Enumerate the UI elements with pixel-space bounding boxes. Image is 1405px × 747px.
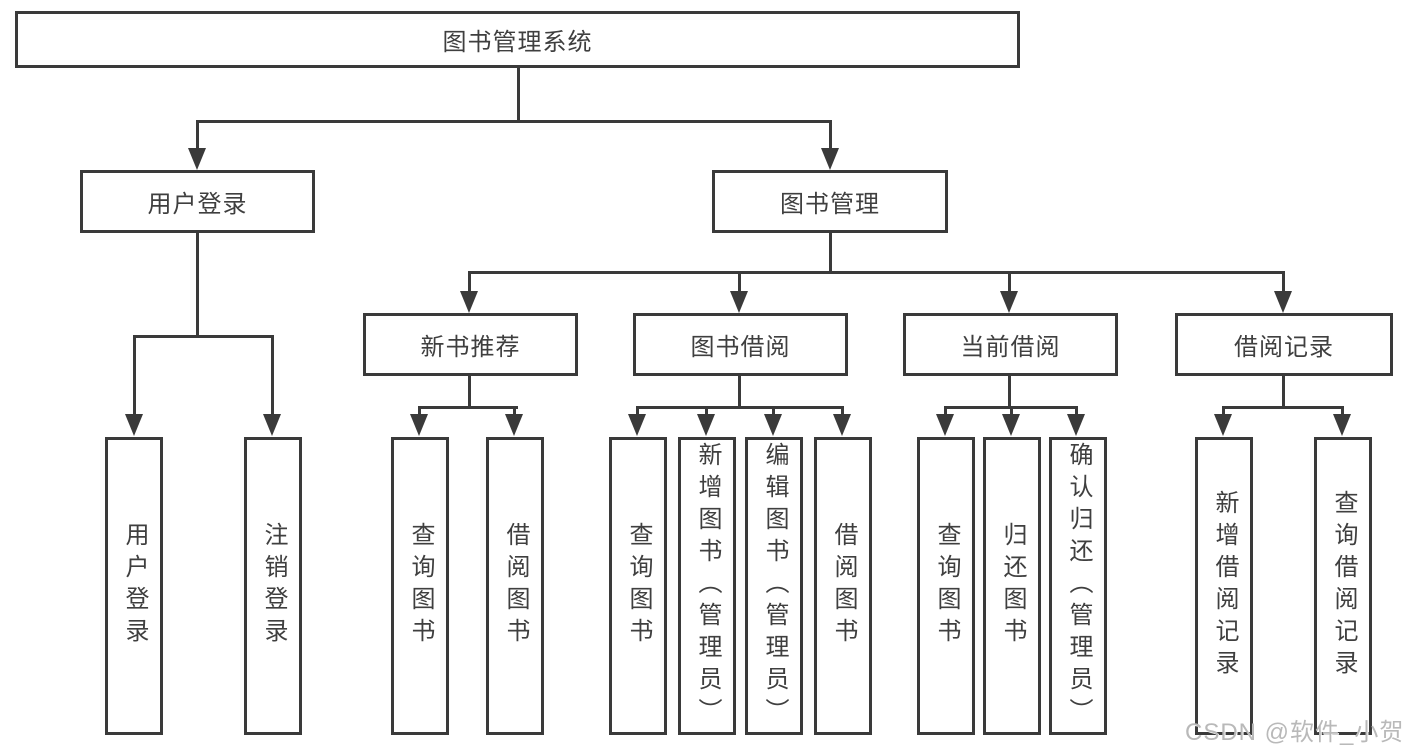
connector-curreturn-stem <box>1010 406 1013 420</box>
connector-book-mgmt-stem <box>829 120 832 156</box>
arrow-to-bb-edit <box>764 414 782 436</box>
connector-bookborrow-hline <box>636 406 844 409</box>
node-current-borrow: 当前借阅 <box>903 313 1118 376</box>
connector-logadd-stem <box>1222 406 1225 420</box>
arrow-to-log-query <box>1333 414 1351 436</box>
leaf-current-return-book: 归还图书 <box>983 437 1041 735</box>
leaf-borrow-add-book-admin: 新增图书（管理员） <box>678 437 736 735</box>
node-book-management: 图书管理 <box>712 170 948 233</box>
connector-newrec-hline <box>418 406 518 409</box>
connector-login-leaf-stem <box>133 335 136 417</box>
arrow-to-recommend-query <box>410 414 428 436</box>
connector-borrowrecord-hline <box>1222 406 1344 409</box>
connector-recquery-stem <box>418 406 421 420</box>
node-root-library-system: 图书管理系统 <box>15 11 1020 68</box>
connector-level1-hline <box>196 120 832 123</box>
connector-currentborrow-down <box>1008 376 1011 409</box>
connector-currentborrow-stem <box>1008 271 1011 298</box>
arrow-to-book-mgmt <box>821 148 839 170</box>
arrow-to-recommend-borrow <box>505 414 523 436</box>
node-book-borrow: 图书借阅 <box>633 313 848 376</box>
connector-newrec-stem <box>468 271 471 298</box>
arrow-to-login-leaf <box>125 414 143 436</box>
arrow-to-bb-borrow <box>833 414 851 436</box>
connector-curconfirm-stem <box>1075 406 1078 420</box>
leaf-recommend-borrow-book: 借阅图书 <box>486 437 544 735</box>
connector-book-mgmt-down <box>829 232 832 274</box>
connector-user-login-down <box>196 232 199 337</box>
node-new-book-recommend: 新书推荐 <box>363 313 578 376</box>
leaf-current-query-book: 查询图书 <box>917 437 975 735</box>
connector-recborrow-stem <box>513 406 516 420</box>
arrow-to-book-borrow <box>730 291 748 313</box>
arrow-to-cur-return <box>1002 414 1020 436</box>
connector-bbborrow-stem <box>841 406 844 420</box>
arrow-to-log-add <box>1214 414 1232 436</box>
node-borrow-records: 借阅记录 <box>1175 313 1393 376</box>
arrow-to-borrow-records <box>1274 291 1292 313</box>
connector-user-login-stem <box>196 120 199 156</box>
leaf-records-query-record: 查询借阅记录 <box>1314 437 1372 735</box>
leaf-records-add-record: 新增借阅记录 <box>1195 437 1253 735</box>
connector-newrec-down <box>468 376 471 409</box>
arrow-to-bb-add <box>697 414 715 436</box>
arrow-to-cur-query <box>936 414 954 436</box>
connector-borrowrecord-down <box>1282 376 1285 409</box>
leaf-recommend-query-book: 查询图书 <box>391 437 449 735</box>
leaf-logout: 注销登录 <box>244 437 302 735</box>
leaf-user-login: 用户登录 <box>105 437 163 735</box>
arrow-to-cur-confirm <box>1067 414 1085 436</box>
arrow-to-bb-query <box>628 414 646 436</box>
connector-user-login-hline <box>133 335 274 338</box>
connector-bookborrow-down <box>738 376 741 409</box>
connector-bbadd-stem <box>705 406 708 420</box>
connector-root-stem <box>517 68 520 123</box>
leaf-borrow-edit-book-admin: 编辑图书（管理员） <box>745 437 803 735</box>
arrow-to-user-login <box>188 148 206 170</box>
connector-curquery-stem <box>944 406 947 420</box>
leaf-borrow-borrow-book: 借阅图书 <box>814 437 872 735</box>
arrow-to-new-book-recommend <box>460 291 478 313</box>
connector-logout-leaf-stem <box>271 335 274 417</box>
leaf-borrow-query-book: 查询图书 <box>609 437 667 735</box>
connector-bbedit-stem <box>772 406 775 420</box>
connector-level3-hline <box>468 271 1285 274</box>
connector-logquery-stem <box>1341 406 1344 420</box>
connector-bbquery-stem <box>636 406 639 420</box>
node-user-login: 用户登录 <box>80 170 315 233</box>
leaf-current-confirm-return-admin: 确认归还（管理员） <box>1049 437 1107 735</box>
connector-bookborrow-stem <box>738 271 741 298</box>
arrow-to-logout-leaf <box>263 414 281 436</box>
arrow-to-current-borrow <box>1000 291 1018 313</box>
csdn-watermark: CSDN @软件_小贺同学 <box>1185 719 1405 746</box>
connector-borrowrecord-stem <box>1282 271 1285 298</box>
